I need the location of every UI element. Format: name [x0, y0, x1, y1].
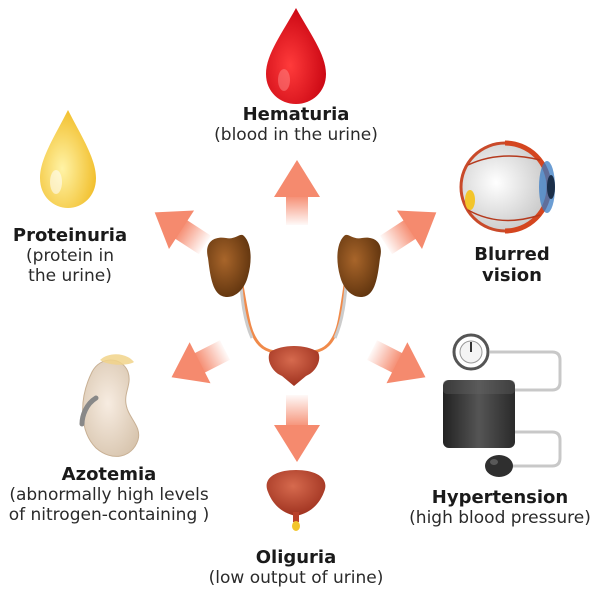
blurred-vision-label: Blurred vision [462, 244, 562, 286]
proteinuria-label: Proteinuria (protein in the urine) [0, 225, 140, 286]
arrow-lower-right-icon [367, 340, 426, 384]
proteinuria-title: Proteinuria [12, 225, 128, 246]
arrow-lower-left-icon [171, 340, 230, 384]
arrow-down-icon [274, 395, 320, 462]
hematuria-title: Hematuria [242, 104, 350, 125]
oliguria-label: Oliguria (low output of urine) [196, 547, 396, 588]
pale-kidney-icon [79, 354, 140, 457]
oliguria-desc: (low output of urine) [208, 568, 384, 589]
small-bladder-icon [266, 470, 326, 531]
arrow-upper-right-icon [380, 210, 437, 255]
arrow-upper-left-icon [154, 210, 211, 255]
proteinuria-desc-line1: (protein in [26, 246, 114, 267]
blurred-vision-title-line2: vision [482, 265, 542, 287]
eye-icon [459, 140, 555, 234]
oliguria-title: Oliguria [255, 547, 337, 568]
right-kidney-icon [337, 234, 381, 298]
hematuria-desc: (blood in the urine) [214, 125, 378, 146]
azotemia-title: Azotemia [61, 464, 157, 485]
blurred-vision-title-line1: Blurred [474, 244, 550, 265]
left-kidney-icon [207, 234, 251, 298]
bladder-icon [268, 346, 320, 386]
proteinuria-desc-line2: the urine) [28, 266, 112, 287]
arrow-up-icon [274, 160, 320, 225]
blood-pressure-monitor-icon [443, 333, 562, 477]
azotemia-label: Azotemia (abnormally high levels of nitr… [0, 464, 218, 525]
protein-drop-icon [40, 110, 96, 208]
azotemia-desc-line2: of nitrogen-containing ) [8, 505, 210, 526]
urinary-system-icon [207, 234, 381, 386]
azotemia-desc-line1: (abnormally high levels [9, 485, 209, 506]
blood-drop-icon [266, 8, 326, 104]
hypertension-label: Hypertension (high blood pressure) [400, 487, 600, 528]
hypertension-desc: (high blood pressure) [409, 508, 591, 529]
hematuria-label: Hematuria (blood in the urine) [196, 104, 396, 145]
hypertension-title: Hypertension [431, 487, 569, 508]
